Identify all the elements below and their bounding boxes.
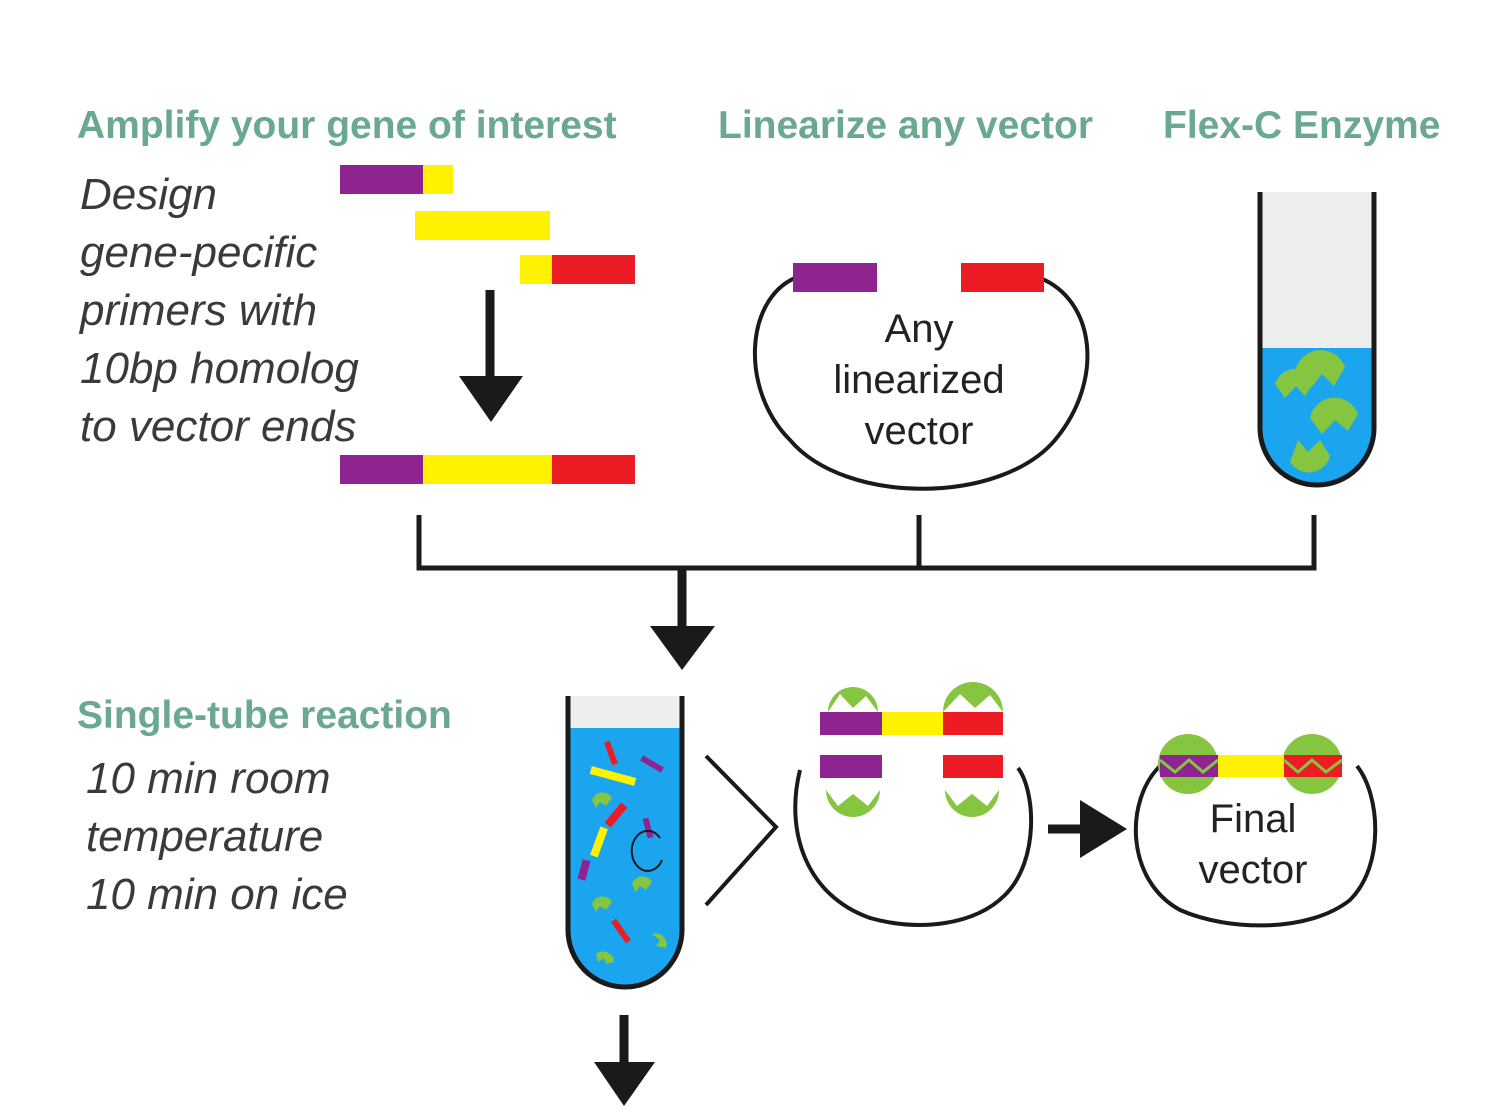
red-end <box>943 755 1003 778</box>
vector-label-line: vector <box>865 409 974 453</box>
vector-label-line: Any <box>885 307 954 351</box>
purple-segment <box>820 712 882 735</box>
recombination-step <box>793 682 1034 927</box>
design-note-line: 10bp homolog <box>80 344 359 393</box>
vector-label-line: linearized <box>833 358 1004 402</box>
bottom-arrow <box>594 1015 655 1106</box>
yellow-segment <box>423 455 552 484</box>
purple-end <box>793 263 877 292</box>
down-arrow-head <box>650 626 715 670</box>
enzyme-icon <box>592 792 667 964</box>
reaction-tube <box>565 696 685 990</box>
heading-reaction: Single-tube reaction <box>77 694 452 737</box>
red-segment <box>943 712 1003 735</box>
red-segment <box>552 455 635 484</box>
reaction-note: 10 min room temperature 10 min on ice <box>86 750 348 924</box>
final-vector: Final vector <box>1133 734 1378 928</box>
primer-forward <box>340 165 453 194</box>
purple-end <box>820 755 882 778</box>
reaction-note-line: 10 min room <box>86 754 331 803</box>
red-segment <box>552 255 635 284</box>
yellow-segment <box>882 712 943 735</box>
enzyme-tube <box>1257 192 1377 488</box>
design-note-line: Design <box>80 170 217 219</box>
linearized-vector: Any linearized vector <box>752 263 1090 491</box>
gene-segment <box>415 211 550 240</box>
enzyme-icon <box>1275 350 1358 473</box>
final-label-line: Final <box>1210 797 1297 841</box>
final-label-line: vector <box>1199 848 1308 892</box>
pcr-product <box>340 455 635 484</box>
enzyme-icon <box>826 682 1003 817</box>
design-note-line: gene-pecific <box>80 228 318 277</box>
design-note-line: primers with <box>80 286 318 335</box>
red-end <box>961 263 1044 292</box>
heading-amplify: Amplify your gene of interest <box>77 104 617 147</box>
dna-fragments <box>577 740 664 944</box>
purple-segment <box>340 455 423 484</box>
heading-enzyme: Flex-C Enzyme <box>1163 104 1441 147</box>
yellow-segment <box>423 165 453 194</box>
yellow-segment <box>1218 755 1284 777</box>
purple-segment <box>340 165 423 194</box>
design-note-line: to vector ends <box>80 402 357 451</box>
primer-reverse <box>520 255 635 284</box>
reaction-liquid <box>568 728 682 987</box>
right-arrow <box>1048 800 1127 858</box>
reaction-note-line: 10 min on ice <box>86 870 348 919</box>
reaction-note-line: temperature <box>86 812 324 861</box>
design-note: Design gene-pecific primers with 10bp ho… <box>80 166 359 456</box>
yellow-segment <box>520 255 552 284</box>
zoom-bracket <box>704 754 779 907</box>
heading-linearize: Linearize any vector <box>718 104 1093 147</box>
merge-connector <box>416 515 1317 670</box>
pcr-arrow <box>459 290 523 422</box>
